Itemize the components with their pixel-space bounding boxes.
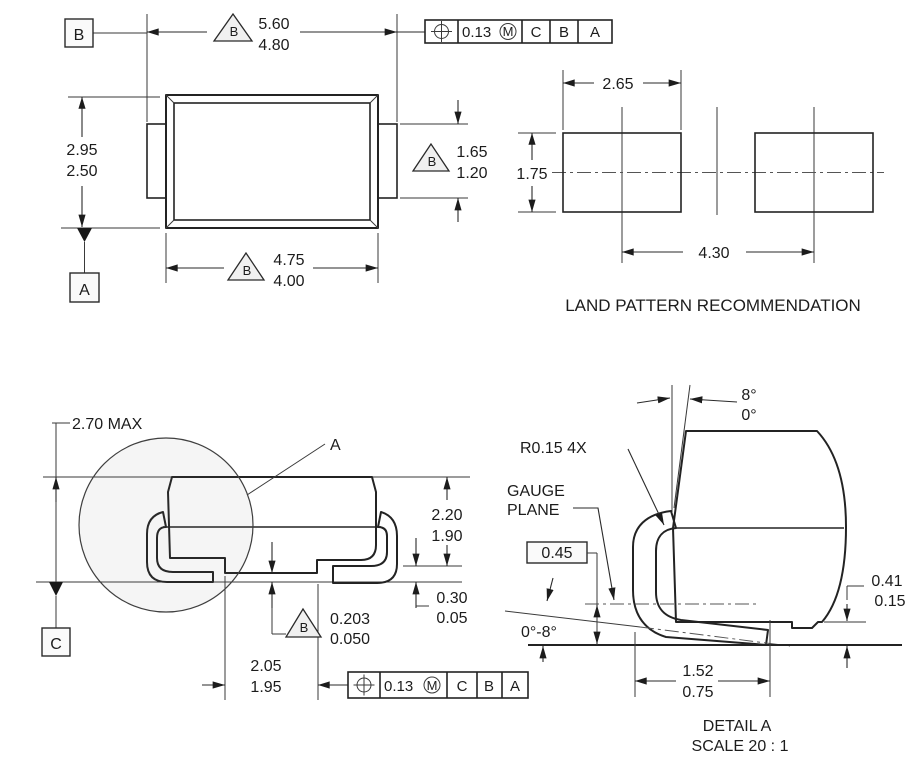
note-flag-label: B <box>300 620 309 635</box>
dim-foot-length-max: 1.52 <box>682 663 713 680</box>
dim-standoff-right-max: 0.30 <box>436 590 467 607</box>
dim-span-min: 4.80 <box>258 37 289 54</box>
foot-length-dim: 1.52 0.75 <box>634 620 771 701</box>
dim-terminal-width-max: 1.65 <box>456 144 487 161</box>
svg-text:M: M <box>427 678 438 693</box>
height-max-dim: 2.70 MAX <box>52 416 143 582</box>
terminal-left <box>146 123 167 199</box>
terminal-right <box>377 123 398 199</box>
detail-callout-label: A <box>330 437 341 454</box>
dim-body-width-min: 2.50 <box>66 163 97 180</box>
land-pattern-title: LAND PATTERN RECOMMENDATION <box>565 296 861 315</box>
gauge-plane-label-2: PLANE <box>507 502 559 519</box>
note-flag-label: B <box>243 263 252 278</box>
side-view: A 2.70 MAX C 2.20 1.90 0.30 0.05 <box>36 416 470 700</box>
dim-pad-pitch: 4.30 <box>698 245 729 262</box>
dim-toe-clearance-min: 0.15 <box>874 593 905 610</box>
dim-lead-angle-max: 8° <box>741 387 756 404</box>
datum-b: B <box>64 18 147 48</box>
dim-terminal-len-max: 2.05 <box>250 658 281 675</box>
datum-triangle-icon <box>77 228 92 242</box>
position-tolerance-icon <box>353 674 375 696</box>
position-tolerance-icon <box>431 21 452 42</box>
note-flag-icon <box>226 251 266 281</box>
fcf-ref1: C <box>457 678 468 695</box>
lead-detail <box>632 510 769 646</box>
note-flag-icon <box>284 607 323 638</box>
dim-pad-height: 1.75 <box>516 166 547 183</box>
fcf-ref2: B <box>484 678 494 695</box>
dim-pad-width: 2.65 <box>602 76 633 93</box>
note-flag-icon <box>411 142 451 172</box>
datum-triangle-icon <box>49 582 63 596</box>
dim-standoff-max: 0.203 <box>330 611 370 628</box>
gauge-offset-dim: 0.45 <box>526 541 601 645</box>
note-flag-label: B <box>230 24 239 39</box>
dim-body-length-min: 4.00 <box>273 273 304 290</box>
dim-standoff-min: 0.050 <box>330 631 370 648</box>
pad-left <box>562 132 682 213</box>
datum-c-label: C <box>50 636 62 653</box>
package-body-detail <box>672 430 847 629</box>
toe-clearance-dim: 0.41 0.15 <box>824 573 906 668</box>
datum-a-label: A <box>79 282 90 299</box>
dim-standoff-right-min: 0.05 <box>436 610 467 627</box>
package-body-side <box>167 476 377 574</box>
dim-lead-angle-min: 0° <box>741 407 756 424</box>
feature-control-frame-bottom: 0.13 M C B A <box>347 671 529 699</box>
dim-span-max: 5.60 <box>258 16 289 33</box>
radius-note: R0.15 4X <box>520 440 587 457</box>
dim-foot-length-min: 0.75 <box>682 684 713 701</box>
datum-a: A <box>69 228 100 303</box>
lead-right-side <box>332 511 398 584</box>
fcf-ref2: B <box>559 24 569 41</box>
fcf-tolerance: 0.13 <box>384 678 413 695</box>
dim-body-width-max: 2.95 <box>66 142 97 159</box>
datum-c: C <box>41 582 71 657</box>
gauge-plane-label-1: GAUGE <box>507 483 565 500</box>
top-view: B 5.60 4.80 2.95 2.50 B 4.75 4.00 B 1.65… <box>61 12 488 303</box>
detail-a-view: 8° 0° R0.15 4X GAUGE PLANE 0.45 0°-8° <box>504 384 906 755</box>
dim-gauge-offset: 0.45 <box>541 545 572 562</box>
dim-height-max: 2.70 MAX <box>72 416 143 433</box>
dim-terminal-width-min: 1.20 <box>456 165 487 182</box>
mmc-modifier-icon: M <box>499 23 517 40</box>
note-flag-label: B <box>428 154 437 169</box>
datum-b-label: B <box>74 27 85 44</box>
lead-left-side <box>146 511 214 583</box>
fcf-ref3: A <box>510 678 520 695</box>
fcf-ref3: A <box>590 24 600 41</box>
dim-terminal-len-min: 1.95 <box>250 679 281 696</box>
pad-right <box>754 132 874 213</box>
dim-height-min2: 1.90 <box>431 528 462 545</box>
svg-text:M: M <box>503 24 514 39</box>
detail-scale: SCALE 20 : 1 <box>692 738 789 755</box>
fcf-tolerance: 0.13 <box>462 24 491 41</box>
feature-control-frame-top: 0.13 M C B A <box>424 19 613 44</box>
detail-callout-circle <box>78 437 254 613</box>
fcf-ref1: C <box>531 24 542 41</box>
dim-body-length-max: 4.75 <box>273 252 304 269</box>
dim-height-max2: 2.20 <box>431 507 462 524</box>
note-flag-icon <box>212 12 254 42</box>
detail-title: DETAIL A <box>703 718 772 735</box>
land-pattern-view: 2.65 1.75 4.30 LAND PATTERN RECOMMENDATI… <box>516 70 884 315</box>
dim-toe-clearance-max: 0.41 <box>871 573 902 590</box>
mmc-modifier-icon: M <box>423 676 441 694</box>
foot-angle-label: 0°-8° <box>521 624 557 641</box>
